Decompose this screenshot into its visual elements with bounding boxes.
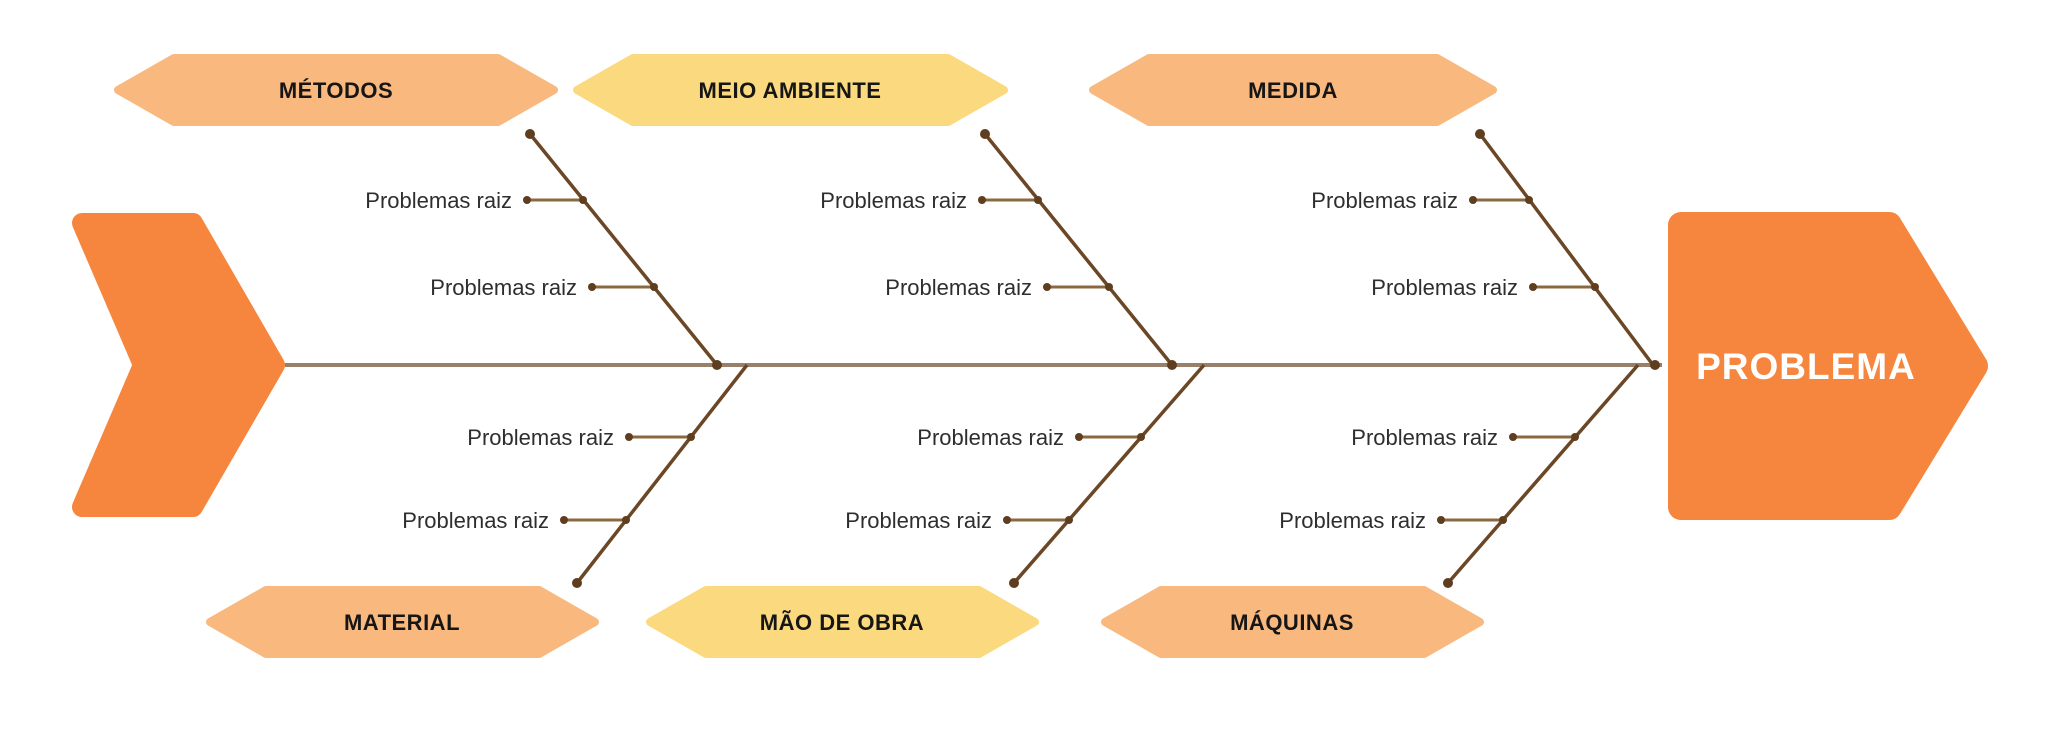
node-dot <box>687 433 695 441</box>
node-dot <box>560 516 568 524</box>
cause-label: Problemas raiz <box>1371 275 1518 300</box>
cause-label: Problemas raiz <box>402 508 549 533</box>
category-pill-meio-ambiente[interactable] <box>573 54 1008 126</box>
cause-label: Problemas raiz <box>365 188 512 213</box>
category-group-metodos: MÉTODOS Problemas raiz Problemas raiz <box>114 54 722 370</box>
cause-label: Problemas raiz <box>430 275 577 300</box>
tail-chevron-shape[interactable] <box>72 213 285 517</box>
node-dot <box>525 129 535 139</box>
category-group-medida: MEDIDA Problemas raiz Problemas raiz <box>1089 54 1655 367</box>
category-pill-maquinas[interactable] <box>1101 586 1484 658</box>
node-dot <box>1475 129 1485 139</box>
node-dot <box>1003 516 1011 524</box>
bone-meio-ambiente <box>983 132 1174 367</box>
category-label-maquinas: MÁQUINAS <box>1230 610 1354 635</box>
category-label-metodos: MÉTODOS <box>279 78 393 103</box>
node-dot <box>622 516 630 524</box>
bone-mao-de-obra <box>1012 363 1206 585</box>
node-dot <box>980 129 990 139</box>
category-pill-medida[interactable] <box>1089 54 1497 126</box>
node-dot <box>523 196 531 204</box>
node-dot <box>1137 433 1145 441</box>
node-dot <box>1034 196 1042 204</box>
node-dot <box>579 196 587 204</box>
category-label-medida: MEDIDA <box>1248 78 1338 103</box>
node-dot <box>588 283 596 291</box>
category-pill-mao-de-obra[interactable] <box>646 586 1039 658</box>
category-group-material: MATERIAL Problemas raiz Problemas raiz <box>206 363 749 658</box>
node-dot <box>572 578 582 588</box>
node-dot <box>1571 433 1579 441</box>
node-dot <box>1509 433 1517 441</box>
node-dot <box>1591 283 1599 291</box>
bone-maquinas <box>1446 363 1640 585</box>
category-group-meio-ambiente: MEIO AMBIENTE Problemas raiz Problemas r… <box>573 54 1177 370</box>
problem-group: PROBLEMA <box>1668 212 1988 520</box>
category-label-material: MATERIAL <box>344 610 460 635</box>
node-dot <box>1525 196 1533 204</box>
node-dot <box>1105 283 1113 291</box>
category-group-maquinas: MÁQUINAS Problemas raiz Problemas raiz <box>1101 363 1640 658</box>
node-dot <box>1529 283 1537 291</box>
category-group-mao-de-obra: MÃO DE OBRA Problemas raiz Problemas rai… <box>646 363 1206 658</box>
node-dot <box>650 283 658 291</box>
cause-label: Problemas raiz <box>885 275 1032 300</box>
tail-group <box>72 213 285 517</box>
node-dot <box>712 360 722 370</box>
category-label-mao-de-obra: MÃO DE OBRA <box>760 610 924 635</box>
node-dot <box>1167 360 1177 370</box>
bone-metodos <box>528 132 719 367</box>
cause-label: Problemas raiz <box>845 508 992 533</box>
spine-end-dot <box>1650 360 1660 370</box>
node-dot <box>1469 196 1477 204</box>
cause-label: Problemas raiz <box>467 425 614 450</box>
category-label-meio-ambiente: MEIO AMBIENTE <box>699 78 882 103</box>
category-pill-material[interactable] <box>206 586 599 658</box>
problem-shape[interactable] <box>1668 212 1988 520</box>
bone-medida <box>1478 132 1655 367</box>
problem-label: PROBLEMA <box>1696 346 1916 387</box>
cause-label: Problemas raiz <box>1311 188 1458 213</box>
node-dot <box>1499 516 1507 524</box>
node-dot <box>625 433 633 441</box>
category-pill-metodos[interactable] <box>114 54 558 126</box>
cause-label: Problemas raiz <box>917 425 1064 450</box>
node-dot <box>1009 578 1019 588</box>
cause-label: Problemas raiz <box>820 188 967 213</box>
node-dot <box>1437 516 1445 524</box>
cause-label: Problemas raiz <box>1351 425 1498 450</box>
bone-material <box>575 363 749 585</box>
node-dot <box>1075 433 1083 441</box>
cause-label: Problemas raiz <box>1279 508 1426 533</box>
node-dot <box>1443 578 1453 588</box>
node-dot <box>978 196 986 204</box>
node-dot <box>1065 516 1073 524</box>
node-dot <box>1043 283 1051 291</box>
